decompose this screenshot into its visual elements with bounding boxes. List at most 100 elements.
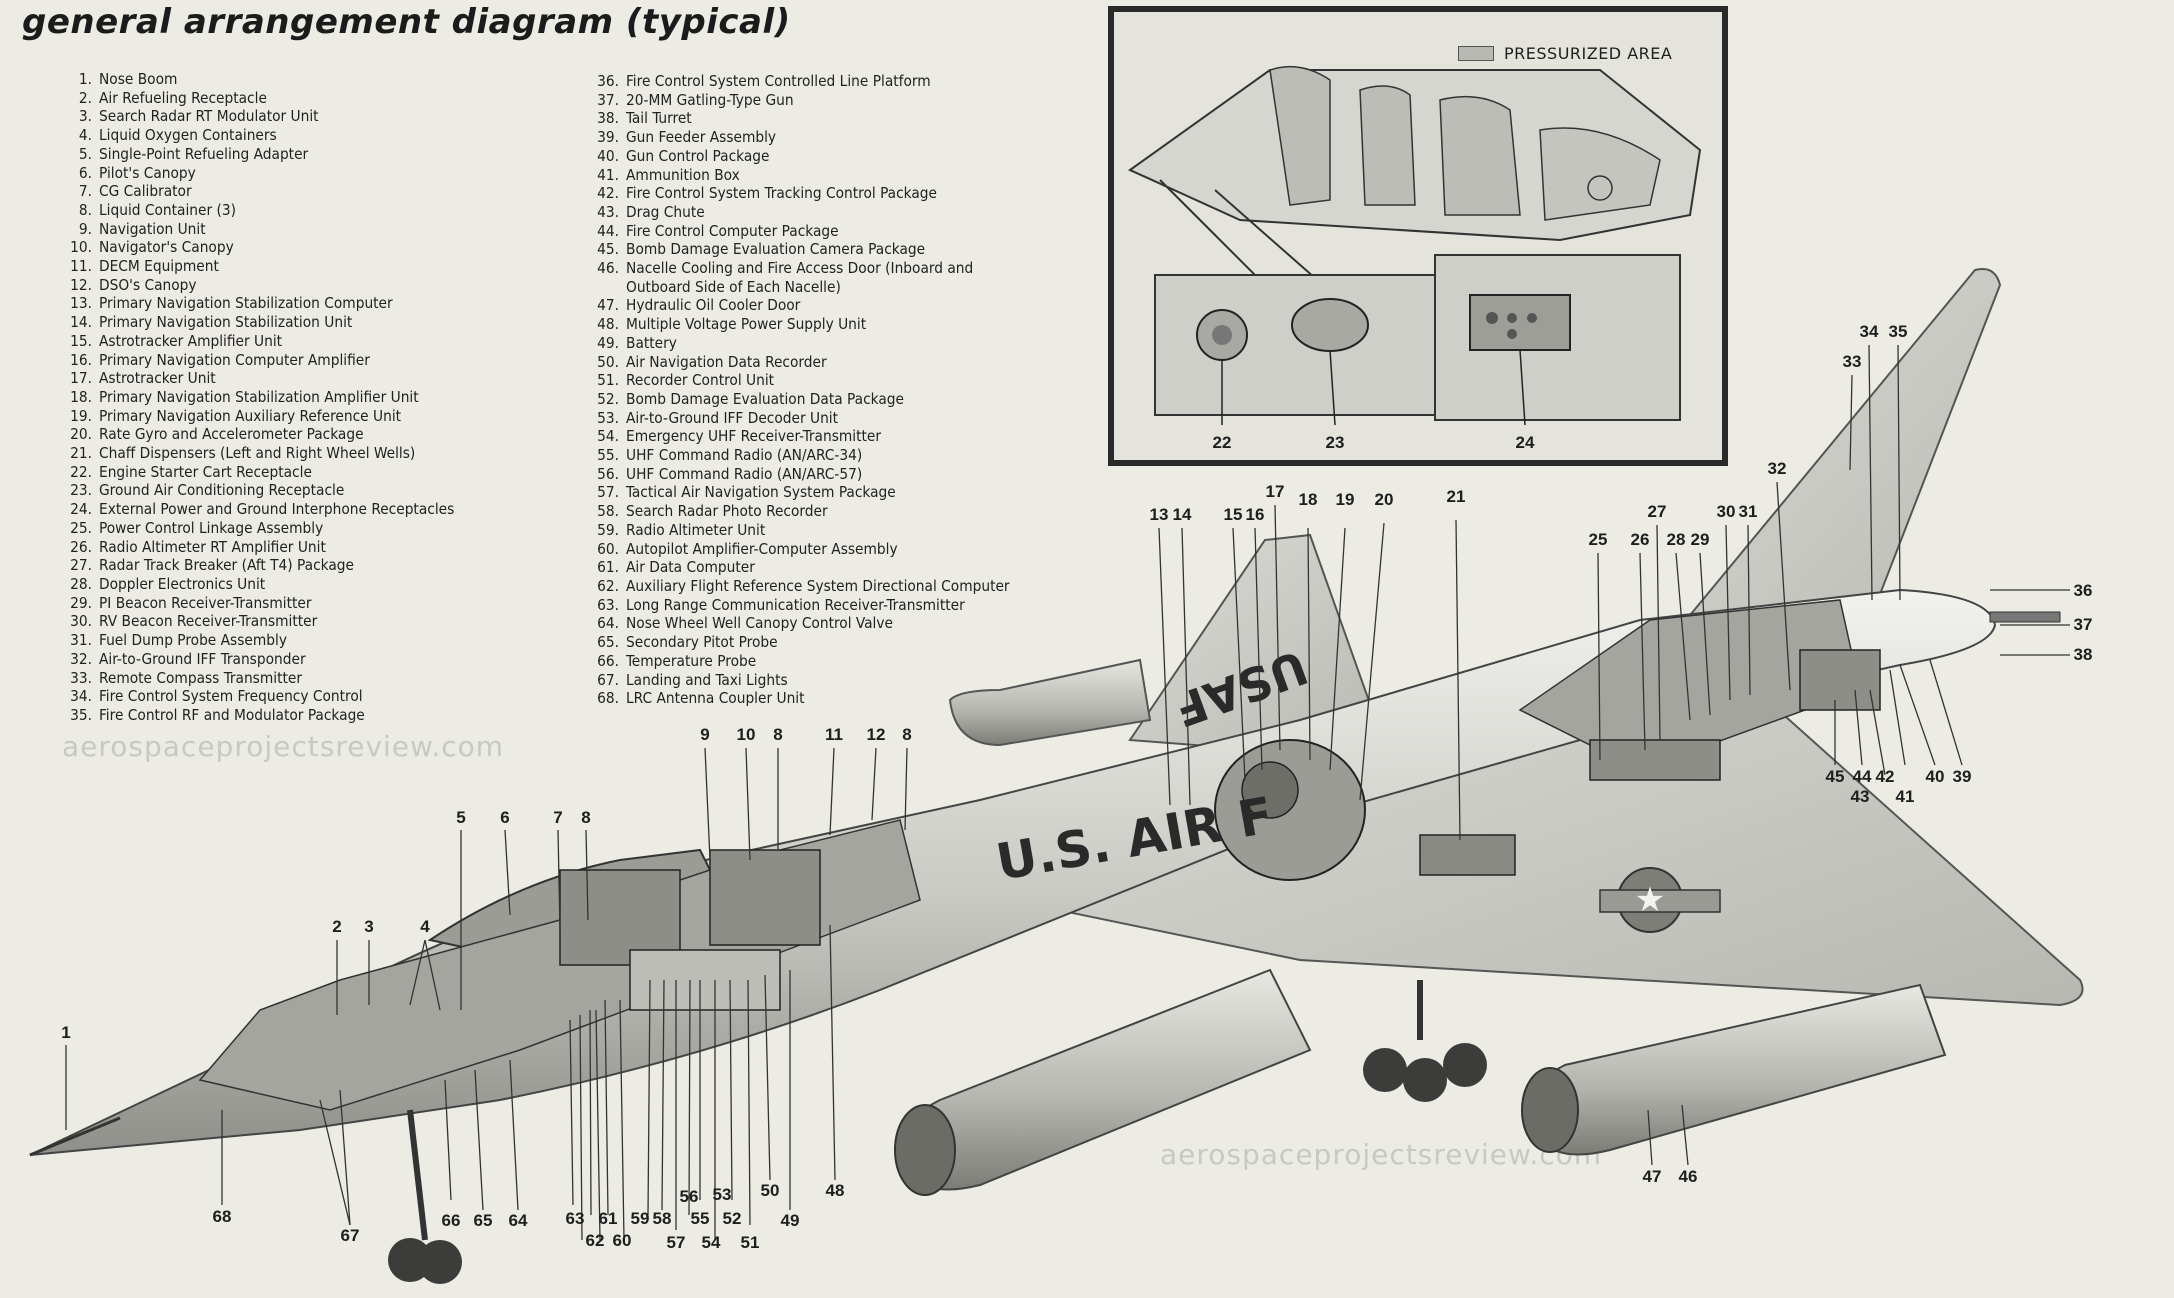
- legend-item: 57.Tactical Air Navigation System Packag…: [585, 483, 1105, 502]
- callout-26: 26: [1631, 530, 1650, 549]
- legend-item: 47.Hydraulic Oil Cooler Door: [585, 296, 1105, 315]
- callout-29: 29: [1691, 530, 1710, 549]
- legend-item-text: Primary Navigation Stabilization Amplifi…: [99, 387, 419, 406]
- legend-item-number: 42.: [597, 184, 619, 203]
- legend-item-number: 19.: [70, 406, 92, 425]
- legend-item-text: Auxiliary Flight Reference System Direct…: [626, 576, 1010, 595]
- legend-item: 13.Primary Navigation Stabilization Comp…: [58, 294, 578, 313]
- callout-33: 33: [1843, 352, 1862, 371]
- legend-item: 31.Fuel Dump Probe Assembly: [58, 631, 578, 650]
- legend-item-number: 49.: [597, 333, 619, 352]
- legend-item: 20.Rate Gyro and Accelerometer Package: [58, 425, 578, 444]
- legend-item-number: 32.: [70, 649, 92, 668]
- legend-item-number: 67.: [597, 670, 619, 689]
- legend-item-number: 13.: [70, 294, 92, 313]
- legend-item-number: 26.: [70, 537, 92, 556]
- legend-item-text: UHF Command Radio (AN/ARC-57): [626, 464, 863, 483]
- callout-57: 57: [667, 1233, 686, 1252]
- inset-callout-24: 24: [1516, 433, 1535, 452]
- legend-item: 9.Navigation Unit: [58, 220, 578, 239]
- legend-item: 51.Recorder Control Unit: [585, 371, 1105, 390]
- legend-item: 14.Primary Navigation Stabilization Unit: [58, 313, 578, 332]
- legend-item: 11.DECM Equipment: [58, 257, 578, 276]
- callout-34: 34: [1860, 322, 1879, 341]
- callout-13: 13: [1150, 505, 1169, 524]
- legend-item-text: PI Beacon Receiver-Transmitter: [99, 593, 312, 612]
- legend-item: 56.UHF Command Radio (AN/ARC-57): [585, 465, 1105, 484]
- legend-item-text: Gun Control Package: [626, 146, 770, 165]
- legend-item-number: 25.: [70, 518, 92, 537]
- legend-item-number: 59.: [597, 520, 619, 539]
- legend-item: 64.Nose Wheel Well Canopy Control Valve: [585, 614, 1105, 633]
- legend-item-text: Power Control Linkage Assembly: [99, 518, 324, 537]
- pressurized-area-swatch: [1458, 46, 1494, 61]
- legend-item-number: 45.: [597, 240, 619, 259]
- legend-item-text: RV Beacon Receiver-Transmitter: [99, 612, 318, 631]
- legend-item-number: 55.: [597, 446, 619, 465]
- legend-item-text: Air Data Computer: [626, 558, 755, 577]
- legend-item-number: 5.: [78, 144, 92, 163]
- legend-item-number: 35.: [70, 705, 92, 724]
- legend-item-number: 27.: [70, 556, 92, 575]
- legend-item-number: 68.: [597, 689, 619, 708]
- callout-8: 8: [773, 725, 782, 744]
- legend-item: 41.Ammunition Box: [585, 166, 1105, 185]
- legend-item: 35.Fire Control RF and Modulator Package: [58, 706, 578, 725]
- legend-item: 48.Multiple Voltage Power Supply Unit: [585, 315, 1105, 334]
- legend-item-text: Air-to-Ground IFF Decoder Unit: [626, 408, 839, 427]
- legend-item-number: 44.: [597, 221, 619, 240]
- callout-61: 61: [599, 1209, 618, 1228]
- callout-52: 52: [723, 1209, 742, 1228]
- legend-item: 2.Air Refueling Receptacle: [58, 89, 578, 108]
- legend-item-continuation: Outboard Side of Each Nacelle): [626, 277, 841, 296]
- callout-7: 7: [553, 808, 562, 827]
- legend-item: 65.Secondary Pitot Probe: [585, 633, 1105, 652]
- legend-item: 53.Air-to-Ground IFF Decoder Unit: [585, 409, 1105, 428]
- callout-58: 58: [653, 1209, 672, 1228]
- legend-item-number: 62.: [597, 576, 619, 595]
- legend-item-text: Astrotracker Amplifier Unit: [99, 331, 283, 350]
- callout-labels: 1 2 3 4 5 6 7 8 9 10 8 11 12 8 13 14 15 …: [61, 322, 2092, 1252]
- callout-25: 25: [1589, 530, 1608, 549]
- callout-15: 15: [1224, 505, 1243, 524]
- callout-66: 66: [442, 1211, 461, 1230]
- callout-45: 45: [1826, 767, 1845, 786]
- legend-item-text: Air-to-Ground IFF Transponder: [99, 649, 306, 668]
- legend-item: 6.Pilot's Canopy: [58, 164, 578, 183]
- legend-item-text: CG Calibrator: [99, 182, 192, 201]
- callout-53: 53: [713, 1185, 732, 1204]
- legend-item-number: 40.: [597, 146, 619, 165]
- legend-item: 12.DSO's Canopy: [58, 276, 578, 295]
- legend-item: 10. Navigator's Canopy: [58, 238, 578, 257]
- legend-item-text: LRC Antenna Coupler Unit: [626, 689, 805, 708]
- legend-item-number: 4.: [78, 126, 92, 145]
- callout-6: 6: [500, 808, 509, 827]
- legend-item-text: Nose Wheel Well Canopy Control Valve: [626, 614, 893, 633]
- callout-54: 54: [702, 1233, 721, 1252]
- legend-item: 34.Fire Control System Frequency Control: [58, 687, 578, 706]
- callout-36: 36: [2074, 581, 2093, 600]
- legend-item-text: Fire Control System Controlled Line Plat…: [626, 72, 931, 90]
- legend-item: 49.Battery: [585, 334, 1105, 353]
- legend-item-number: 15.: [70, 331, 92, 350]
- legend-item-text: Navigator's Canopy: [99, 238, 234, 257]
- legend-item-text: Primary Navigation Auxiliary Reference U…: [99, 406, 402, 425]
- legend-item: 66.Temperature Probe: [585, 652, 1105, 671]
- legend-item-text: Air Refueling Receptacle: [99, 88, 267, 107]
- legend-column-2: 36.Fire Control System Controlled Line P…: [585, 72, 1105, 708]
- legend-item-number: 3.: [78, 107, 92, 126]
- legend-item-text: 20-MM Gatling-Type Gun: [626, 90, 794, 109]
- legend-item-number: 41.: [597, 165, 619, 184]
- legend-item: 28.Doppler Electronics Unit: [58, 575, 578, 594]
- legend-item-number: 10.: [70, 238, 92, 257]
- callout-46: 46: [1679, 1167, 1698, 1186]
- legend-item-number: 12.: [70, 275, 92, 294]
- legend-item-number: 11.: [70, 257, 92, 276]
- legend-item-number: 39.: [597, 128, 619, 147]
- legend-item-text: Astrotracker Unit: [99, 369, 216, 388]
- watermark: aerospaceprojectsreview.com: [1160, 1138, 1603, 1171]
- legend-item-text: Recorder Control Unit: [626, 371, 775, 390]
- legend-item-text: Doppler Electronics Unit: [99, 574, 266, 593]
- legend-item-text: Secondary Pitot Probe: [626, 633, 778, 652]
- legend-item-text: Search Radar Photo Recorder: [626, 502, 828, 521]
